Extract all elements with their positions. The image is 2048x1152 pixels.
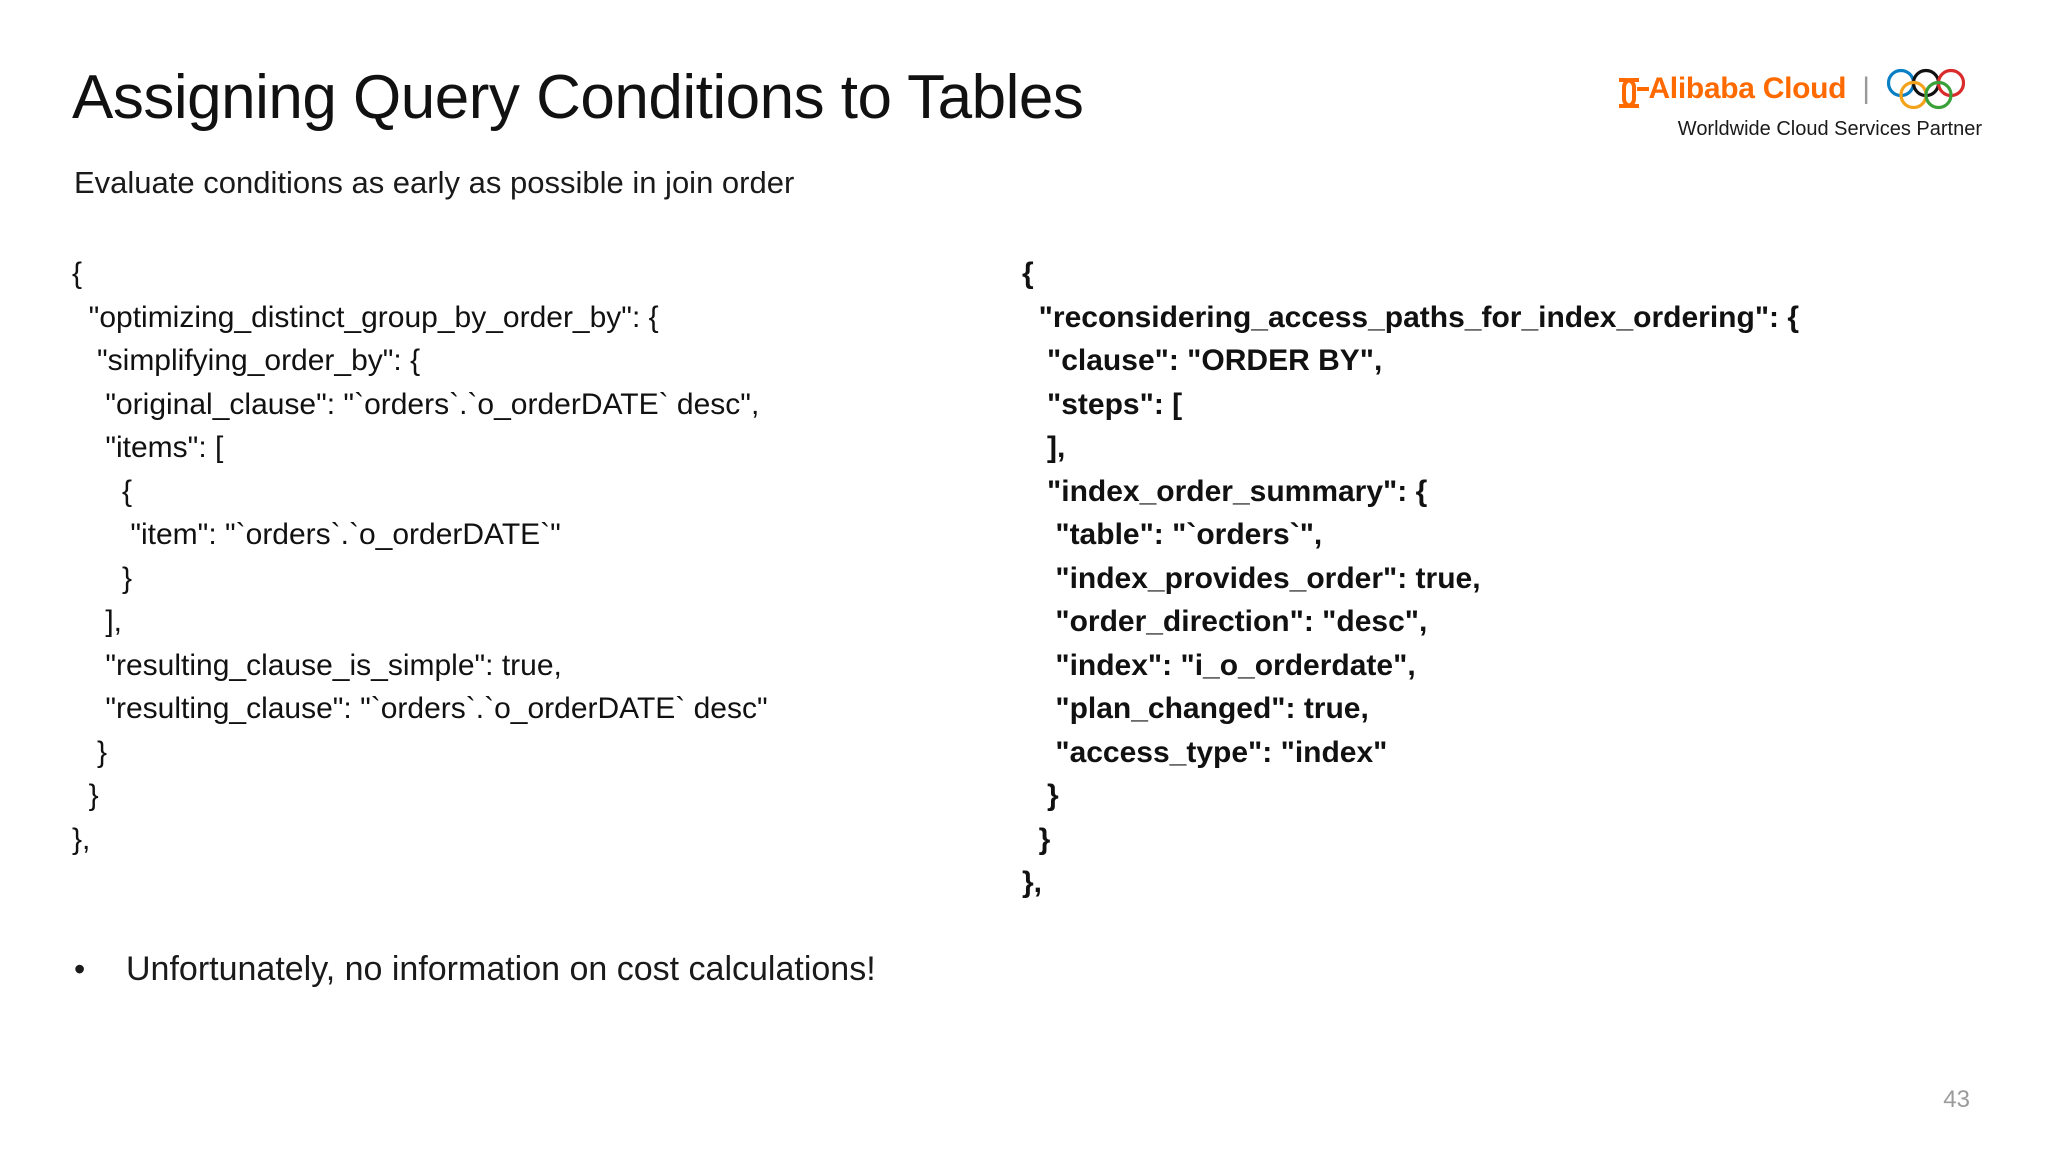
json-block-right: { "reconsidering_access_paths_for_index_… — [1022, 252, 1799, 905]
code-line: "table": "`orders`", — [1022, 518, 1323, 551]
code-line: { — [72, 474, 133, 508]
alibaba-cloud-mark-icon — [1619, 76, 1649, 108]
brand-logo-block: Alibaba Cloud | Worldwide Cloud Services… — [1619, 66, 1982, 141]
code-line: "index_provides_order": true, — [1022, 561, 1481, 595]
code-line: "item": "`orders`.`o_orderDATE`" — [72, 518, 561, 551]
code-line: } — [1022, 779, 1059, 812]
page-number: 43 — [1943, 1086, 1970, 1113]
code-line: "steps": [ — [1022, 387, 1183, 421]
code-line: "reconsidering_access_paths_for_index_or… — [1022, 300, 1800, 334]
code-line: { — [1022, 257, 1034, 290]
partner-tagline: Worldwide Cloud Services Partner — [1677, 118, 1982, 140]
code-line: "resulting_clause": "`orders`.`o_orderDA… — [72, 692, 768, 725]
code-line: "access_type": "index" — [1022, 735, 1388, 769]
code-line: ], — [1022, 431, 1066, 464]
code-line: "resulting_clause_is_simple": true, — [72, 648, 562, 682]
olympic-rings-icon — [1886, 68, 1982, 110]
code-line: } — [72, 561, 133, 595]
code-line: "order_direction": "desc", — [1022, 605, 1428, 638]
bullet-text: Unfortunately, no information on cost ca… — [126, 950, 876, 988]
code-line: "clause": "ORDER BY", — [1022, 344, 1383, 377]
code-line: ], — [72, 605, 123, 638]
code-line: "index": "i_o_orderdate", — [1022, 648, 1416, 682]
page-title: Assigning Query Conditions to Tables — [72, 63, 1084, 132]
code-line: } — [72, 735, 108, 769]
code-line: } — [1022, 822, 1051, 856]
code-line: }, — [72, 822, 91, 856]
logo-divider: | — [1862, 72, 1870, 105]
page-subtitle: Evaluate conditions as early as possible… — [74, 165, 795, 200]
code-line: "plan_changed": true, — [1022, 692, 1369, 725]
code-line: "original_clause": "`orders`.`o_orderDAT… — [72, 387, 760, 421]
code-line: }, — [1022, 866, 1043, 899]
code-line: "items": [ — [72, 431, 224, 464]
code-line: "simplifying_order_by": { — [72, 344, 421, 377]
logo-row: Alibaba Cloud | — [1619, 66, 1982, 112]
code-line: "optimizing_distinct_group_by_order_by":… — [72, 300, 659, 334]
code-line: "index_order_summary": { — [1022, 474, 1428, 508]
code-line: { — [72, 257, 83, 290]
bullet-marker-icon: • — [74, 951, 86, 987]
json-block-left: { "optimizing_distinct_group_by_order_by… — [72, 252, 768, 861]
brand-wordmark: Alibaba Cloud — [1648, 72, 1847, 105]
code-line: } — [72, 779, 99, 812]
bullet-item: • Unfortunately, no information on cost … — [74, 950, 876, 989]
